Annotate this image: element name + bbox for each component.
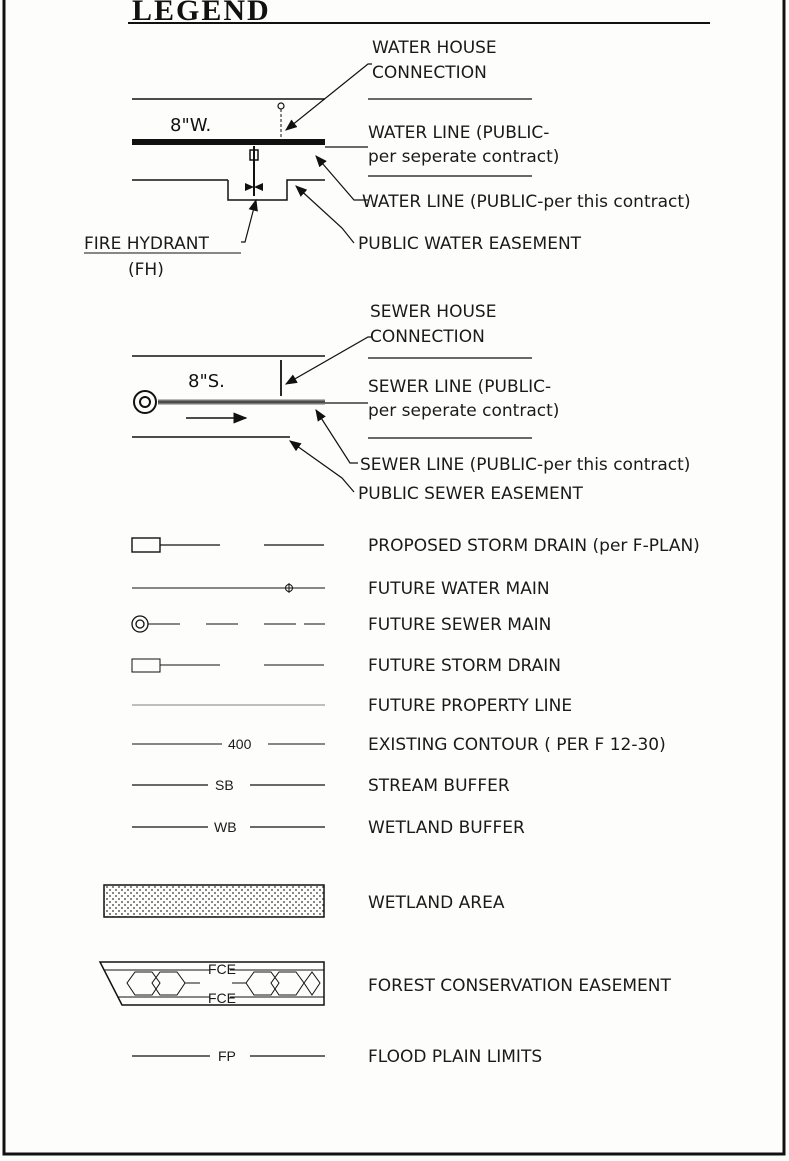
- water-line-sep-label-2: per seperate contract): [368, 147, 559, 167]
- proposed-storm-drain-label: PROPOSED STORM DRAIN (per F-PLAN): [368, 536, 700, 556]
- sewer-pipe-label: 8"S.: [188, 371, 225, 392]
- water-house-conn-symbol: [277, 102, 285, 110]
- stream-buffer-label: STREAM BUFFER: [368, 776, 510, 796]
- wetland-buffer-symbol-text: WB: [214, 819, 237, 835]
- water-line-this-label: WATER LINE (PUBLIC-per this contract): [362, 192, 691, 212]
- forest-conservation-easement-label: FOREST CONSERVATION EASEMENT: [368, 976, 671, 996]
- flood-plain-limits-label: FLOOD PLAIN LIMITS: [368, 1047, 542, 1067]
- legend-item-stream-buffer: SB STREAM BUFFER: [132, 776, 510, 796]
- existing-contour-symbol-text: 400: [228, 736, 252, 752]
- future-storm-drain-label: FUTURE STORM DRAIN: [368, 656, 561, 676]
- stream-buffer-symbol-text: SB: [215, 777, 234, 793]
- water-house-conn-label: WATER HOUSE: [372, 38, 497, 58]
- sewer-section: 8"S. SEWER HOUSE CONNECTION SEWER LINE (…: [132, 302, 690, 504]
- future-sewer-main-label: FUTURE SEWER MAIN: [368, 615, 551, 635]
- legend-item-wetland-area: WETLAND AREA: [103, 884, 505, 918]
- legend-item-forest-conservation-easement: FCE FCE FOREST CONSERVATION EASEMENT: [98, 961, 671, 1006]
- fce-symbol-text-bottom: FCE: [208, 990, 236, 1006]
- legend-item-proposed-storm-drain: PROPOSED STORM DRAIN (per F-PLAN): [131, 536, 700, 556]
- legend-item-flood-plain-limits: FP FLOOD PLAIN LIMITS: [132, 1047, 542, 1067]
- future-water-main-label: FUTURE WATER MAIN: [368, 579, 550, 599]
- sewer-house-conn-label-2: CONNECTION: [370, 327, 485, 347]
- legend-item-future-sewer-main: FUTURE SEWER MAIN: [131, 615, 551, 635]
- fire-hydrant-abbr: (FH): [128, 260, 164, 280]
- sewer-line-this-label: SEWER LINE (PUBLIC-per this contract): [360, 455, 690, 475]
- fire-hydrant-symbol: [245, 146, 263, 196]
- water-pipe-label: 8"W.: [170, 115, 211, 136]
- fire-hydrant-label: FIRE HYDRANT: [84, 234, 209, 254]
- legend-item-future-property-line: FUTURE PROPERTY LINE: [132, 696, 572, 716]
- fce-symbol-text-top: FCE: [208, 961, 236, 977]
- legend-item-future-water-main: FUTURE WATER MAIN: [132, 579, 550, 599]
- existing-contour-label: EXISTING CONTOUR ( PER F 12-30): [368, 735, 666, 755]
- wetland-buffer-label: WETLAND BUFFER: [368, 818, 525, 838]
- water-line-sep-label: WATER LINE (PUBLIC-: [368, 123, 549, 143]
- future-property-line-label: FUTURE PROPERTY LINE: [368, 696, 572, 716]
- legend-item-future-storm-drain: FUTURE STORM DRAIN: [131, 656, 561, 676]
- sewer-easement-label: PUBLIC SEWER EASEMENT: [358, 484, 583, 504]
- flood-plain-symbol-text: FP: [218, 1048, 236, 1064]
- sewer-line-sep-label: SEWER LINE (PUBLIC-: [368, 377, 551, 397]
- water-easement-label: PUBLIC WATER EASEMENT: [358, 234, 582, 254]
- sewer-house-conn-label: SEWER HOUSE: [370, 302, 496, 322]
- legend-item-existing-contour: 400 EXISTING CONTOUR ( PER F 12-30): [132, 735, 666, 755]
- legend-item-wetland-buffer: WB WETLAND BUFFER: [132, 818, 525, 838]
- sewer-manhole-symbol: [133, 390, 157, 414]
- water-section: 8"W. WATER HOUSE CONNECTION WATER LINE (…: [84, 38, 691, 280]
- wetland-area-label: WETLAND AREA: [368, 893, 505, 913]
- water-house-conn-label-2: CONNECTION: [372, 63, 487, 83]
- sewer-line-sep-label-2: per seperate contract): [368, 401, 559, 421]
